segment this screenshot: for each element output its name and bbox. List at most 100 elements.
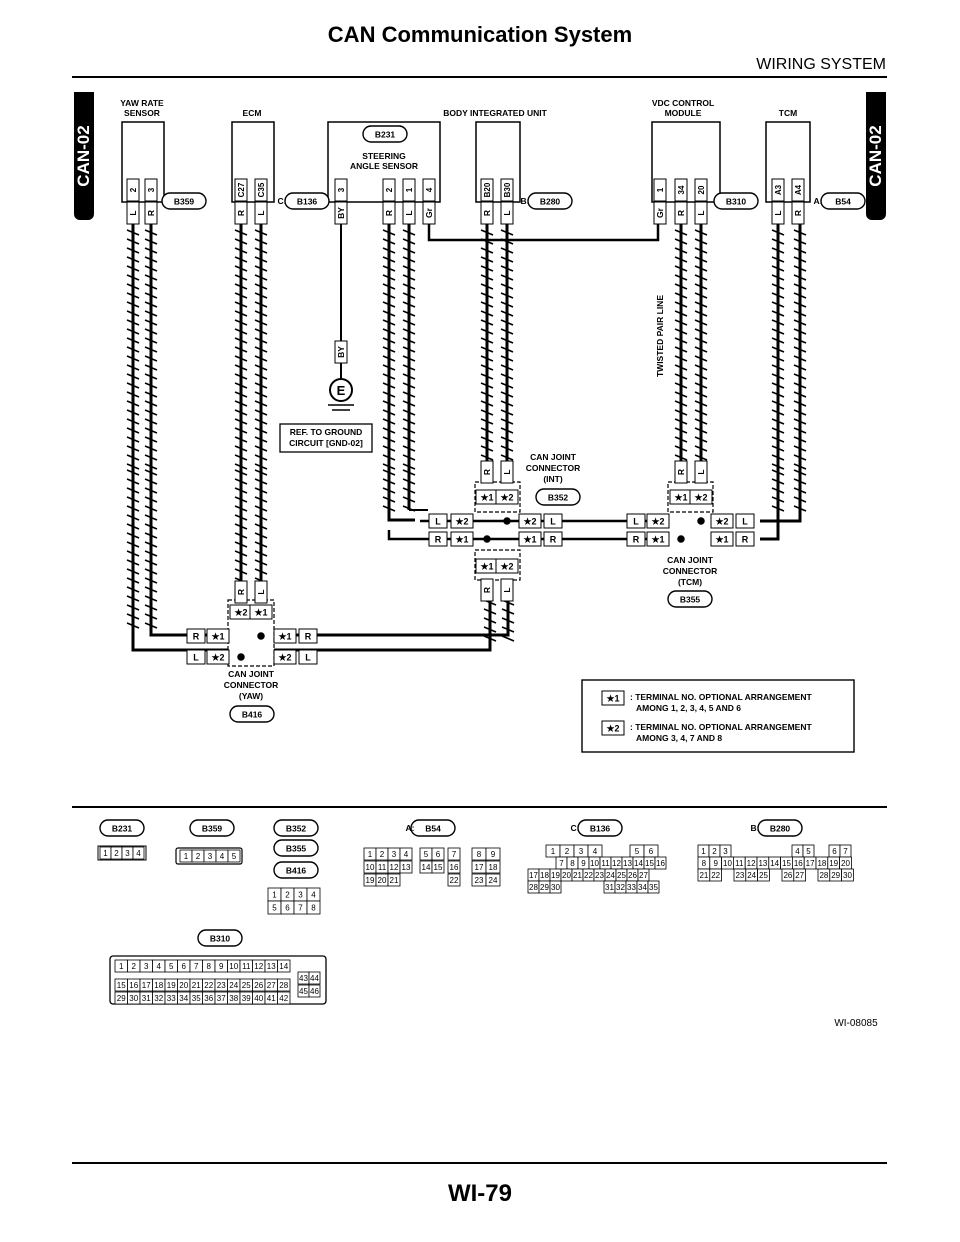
b310-face-badge-text: B310 (210, 934, 231, 944)
int-top-r (480, 460, 494, 484)
b136-pin-text: 18 (540, 871, 549, 880)
vdc-pin (653, 178, 667, 202)
tcmj-left-star2-text: ★2 (651, 517, 664, 527)
b54-pin (485, 860, 501, 874)
yawj-top-r (234, 580, 248, 604)
prefix-b: B: (521, 196, 530, 206)
ecm-pin-text: C35 (257, 182, 266, 197)
b310-pin-text: 6 (182, 962, 187, 971)
b310-pin-text: 25 (242, 981, 251, 990)
b310-pin-text: 3 (144, 962, 149, 971)
vdc-pin (674, 178, 688, 202)
yawj-right-l-text: L (305, 653, 311, 663)
steer-pin-text: 4 (425, 187, 434, 192)
b136-pin-text: 5 (635, 847, 640, 856)
footer-rule (72, 1162, 887, 1164)
b136-pin-text: 29 (540, 883, 549, 892)
b310-pin-text: 26 (254, 981, 263, 990)
b136-face-badge (577, 819, 623, 837)
yaw-wire-color (144, 201, 158, 225)
steer-pin-text: 1 (405, 187, 414, 192)
b231-pin-text: 2 (114, 849, 119, 858)
b280-pin-text: 15 (782, 859, 791, 868)
b310-pin (308, 984, 321, 998)
b310-pin-text: 21 (192, 981, 201, 990)
ecm-wire-color (234, 201, 248, 225)
b280-pin-text: 25 (759, 871, 768, 880)
vdc-pin-text: 34 (677, 185, 686, 194)
vdc-title-1: VDC CONTROL (652, 98, 714, 108)
steer-wire-color (402, 201, 416, 225)
b54-pin (431, 847, 445, 861)
int-star2-bot-text: ★2 (500, 562, 513, 572)
yawj-top-star1-text: ★1 (254, 608, 267, 618)
b352-badge-text: B352 (548, 493, 569, 503)
steer-r-to-int (387, 530, 420, 541)
int-title-1: CAN JOINT (530, 452, 577, 462)
tcmj-right-l-text: L (742, 517, 748, 527)
int-junction-dot (503, 517, 511, 525)
b54-pin-text: 8 (477, 850, 482, 859)
twisted-pair-marks (483, 599, 497, 642)
tcm-title: TCM (779, 108, 797, 118)
biu-wire-color-text: R (482, 210, 492, 216)
b136-pin-text: 28 (529, 883, 538, 892)
b310-pin-text: 46 (310, 987, 319, 996)
vdc-pin-text: 1 (656, 187, 665, 192)
b54-pin (431, 860, 445, 874)
int-star2-top (495, 489, 519, 505)
tcm-wire-color (771, 201, 785, 225)
steer-wire-color (422, 201, 436, 225)
b136-pin-text: 4 (593, 847, 598, 856)
b136-pin-text: 22 (584, 871, 593, 880)
b310-pin-text: 18 (154, 981, 163, 990)
vdc-wire-color-text: R (676, 210, 686, 216)
b280-pin (793, 868, 806, 882)
int-right-r-text: R (550, 535, 557, 545)
tcmj-right-star1-text: ★1 (715, 535, 728, 545)
b310-pin-text: 28 (279, 981, 288, 990)
int-top-r-text: R (482, 469, 492, 475)
vdc-wire-color-text: L (696, 210, 706, 215)
b416-badge-text: B416 (242, 710, 263, 720)
twisted-pair-marks (402, 469, 416, 512)
yawj-top-star1 (249, 604, 273, 620)
b136-face-badge-text: B136 (590, 824, 611, 834)
twisted-pair-marks (382, 229, 396, 470)
b280-pin-text: 27 (795, 871, 804, 880)
b280-pin-text: 22 (711, 871, 720, 880)
section-divider (72, 806, 887, 808)
tcmj-left-star2 (646, 513, 670, 529)
twisted-pair-marks (382, 469, 396, 512)
twisted-pair-marks (126, 469, 140, 629)
b136-pin-text: 23 (595, 871, 604, 880)
joint-pin-text: 4 (311, 891, 316, 900)
b416-face-badge-text: B416 (286, 866, 307, 876)
b54-pin (447, 860, 461, 874)
yawj-left-star1-text: ★1 (211, 632, 224, 642)
b280-pin-text: 7 (843, 847, 848, 856)
b280-pin-text: 10 (723, 859, 732, 868)
int-star2-bot (495, 558, 519, 574)
int-star1-bot-text: ★1 (480, 562, 493, 572)
steer-pin (382, 178, 396, 202)
int-left-star1-text: ★1 (455, 535, 468, 545)
tcmj-right-r-text: R (742, 535, 749, 545)
b54-pin-text: 17 (475, 863, 484, 872)
boxes-layer (97, 121, 866, 1005)
yawj-top-l (254, 580, 268, 604)
biu-wire-color (480, 201, 494, 225)
ground-wire-color-text: BY (336, 346, 346, 358)
joint-pin-text: 1 (272, 891, 277, 900)
b136-pin-text: 33 (627, 883, 636, 892)
legend-line1: : TERMINAL NO. OPTIONAL ARRANGEMENT (630, 692, 812, 702)
yawj-right-l (298, 649, 318, 665)
b54-pin (485, 873, 501, 887)
int-bot-r-text: R (482, 587, 492, 593)
int-star1-top-text: ★1 (480, 493, 493, 503)
b352-face-badge (273, 819, 319, 837)
steer-r (387, 202, 415, 522)
b231-pin-text: 1 (103, 849, 108, 858)
int-left-l-text: L (435, 517, 441, 527)
b280-pin (841, 868, 854, 882)
